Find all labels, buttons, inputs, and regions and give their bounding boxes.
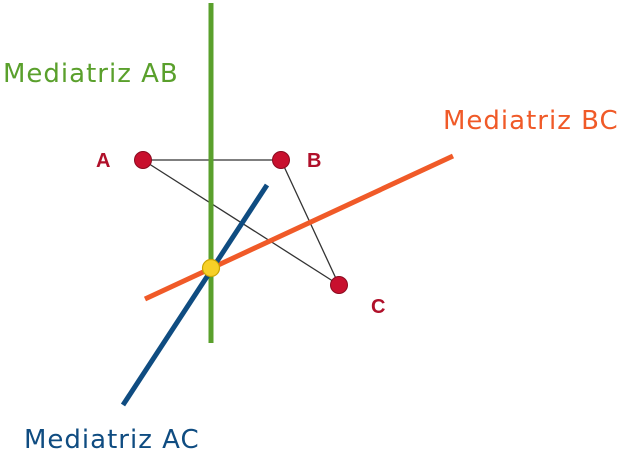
bisector-ab-label: Mediatriz AB bbox=[3, 59, 179, 89]
bisector-ac-label: Mediatriz AC bbox=[24, 425, 200, 455]
bisector-bc-line bbox=[143, 153, 455, 302]
point-b-label: B bbox=[307, 150, 321, 172]
bisector-ac-line bbox=[120, 183, 270, 407]
vertex-c bbox=[330, 276, 348, 294]
vertex-a bbox=[134, 151, 152, 169]
vertex-b bbox=[272, 151, 290, 169]
bisector-bc-label: Mediatriz BC bbox=[443, 106, 619, 136]
point-a-label: A bbox=[96, 150, 110, 172]
point-c-label: C bbox=[371, 296, 385, 318]
circumcenter-point bbox=[201, 258, 221, 278]
